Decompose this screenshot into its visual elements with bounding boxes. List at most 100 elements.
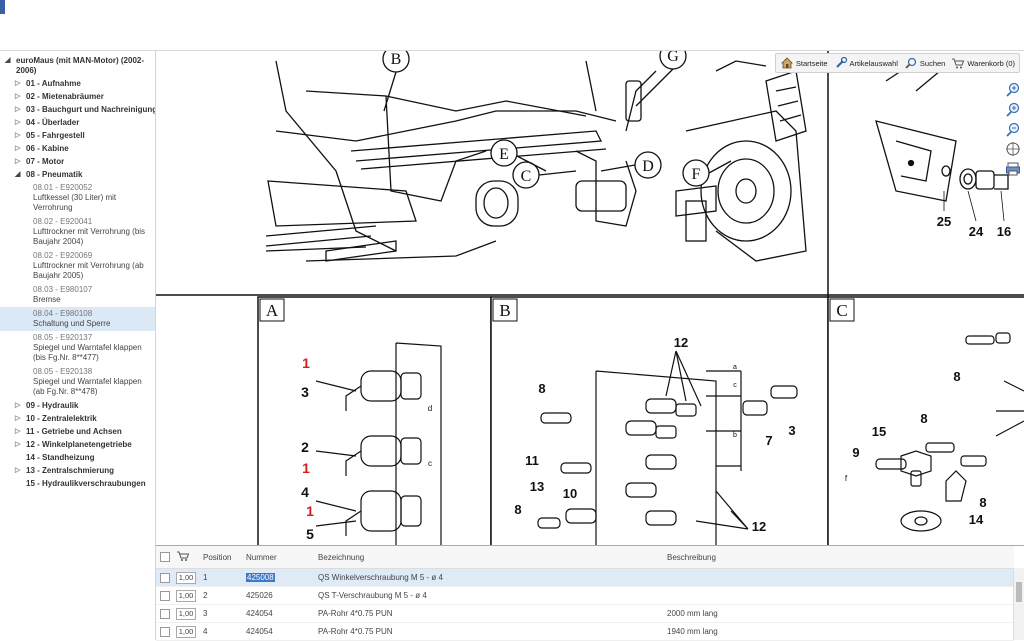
zoom-out-icon[interactable]	[1005, 121, 1021, 137]
tree-item-12[interactable]: ▷ 12 - Winkelplanetengetriebe	[0, 438, 155, 451]
collapsed-triangle-icon[interactable]: ▷	[15, 92, 21, 100]
category-tree[interactable]: ◢euroMaus (mit MAN-Motor) (2002-2006) ▷0…	[0, 51, 156, 640]
collapsed-triangle-icon[interactable]: ▷	[15, 401, 21, 409]
collapsed-triangle-icon[interactable]: ▷	[15, 466, 21, 474]
quantity-input[interactable]: 1,00	[176, 607, 196, 620]
leaf-label: Luftkessel (30 Liter) mit Verrohrung	[33, 193, 117, 212]
cart-icon	[952, 58, 965, 69]
row-checkbox[interactable]	[160, 626, 170, 637]
tree-item-15[interactable]: 15 - Hydraulikverschraubungen	[0, 477, 155, 490]
column-header-position[interactable]: Position	[199, 546, 242, 569]
cell-nummer: 425026	[242, 586, 314, 605]
table-row[interactable]: 1,00 3 424054 PA-Rohr 4*0.75 PUN 2000 mm…	[156, 604, 1014, 623]
zoom-in-icon[interactable]	[1005, 101, 1021, 117]
panel-b-letter: B	[499, 301, 510, 320]
crosshair-icon[interactable]	[1005, 141, 1021, 157]
tree-item-13[interactable]: ▷13 - Zentralschmierung	[0, 464, 155, 477]
home-button[interactable]: Startseite	[780, 56, 828, 70]
table-row[interactable]: 1,00 2 425026 QS T-Verschraubung M 5 - ø…	[156, 586, 1014, 605]
collapsed-triangle-icon[interactable]: ▷	[15, 105, 21, 113]
tree-item-06[interactable]: ▷06 - Kabine	[0, 142, 155, 155]
leaf-label: Spiegel und Warntafel klappen (ab Fg.Nr.…	[33, 377, 142, 396]
tree-item-11[interactable]: ▷11 - Getriebe und Achsen	[0, 425, 155, 438]
column-header-beschreibung[interactable]: Beschreibung	[663, 546, 1014, 569]
tree-item-label: 01 - Aufnahme	[26, 78, 81, 88]
tree-item-01[interactable]: ▷ 01 - Aufnahme	[0, 77, 155, 90]
search-button[interactable]: Suchen	[904, 56, 945, 70]
tree-item-14[interactable]: 14 - Standheizung	[0, 451, 155, 464]
scrollbar-thumb[interactable]	[1016, 582, 1022, 602]
quantity-input[interactable]: 1,00	[176, 589, 196, 602]
part-label-14-c: 14	[969, 512, 984, 527]
tree-item-10[interactable]: ▷10 - Zentralelektrik	[0, 412, 155, 425]
zoom-in-icon[interactable]	[1005, 81, 1021, 97]
cart-button[interactable]: Warenkorb (0)	[951, 56, 1015, 70]
collapsed-triangle-icon[interactable]: ▷	[15, 131, 21, 139]
tree-root-label: euroMaus (mit MAN-Motor) (2002-2006)	[16, 55, 145, 75]
collapsed-triangle-icon[interactable]: ▷	[15, 79, 21, 87]
callout-b-label: B	[391, 51, 402, 68]
drawing-viewer[interactable]: Startseite Artikelauswahl Suchen Warenko…	[156, 51, 1024, 546]
selected-number-text[interactable]: 425008	[246, 573, 275, 582]
tree-item-05[interactable]: ▷05 - Fahrgestell	[0, 129, 155, 142]
part-label-1-c: 1	[306, 503, 314, 519]
tree-item-label: 09 - Hydraulik	[26, 400, 79, 410]
leaf-code: 08.02 - E920069	[33, 251, 93, 260]
cell-position: 4	[199, 622, 242, 641]
collapsed-triangle-icon[interactable]: ▷	[15, 144, 21, 152]
expanded-triangle-icon[interactable]: ◢	[5, 56, 11, 64]
tree-item-label: 02 - Mietenabräumer	[26, 91, 104, 101]
part-label-25: 25	[937, 214, 951, 229]
tree-root[interactable]: ◢ euroMaus (mit MAN-Motor) (2002-2006)	[0, 54, 155, 77]
quantity-input[interactable]: 1,00	[176, 625, 196, 638]
cell-position: 2	[199, 586, 242, 605]
panel-c-letter: C	[836, 301, 847, 320]
article-selection-button[interactable]: Artikelauswahl	[834, 56, 898, 70]
column-header-nummer[interactable]: Nummer	[242, 546, 314, 569]
cart-icon	[177, 551, 190, 561]
table-scrollbar[interactable]	[1013, 568, 1024, 640]
row-checkbox[interactable]	[160, 572, 170, 583]
tree-item-02[interactable]: ▷ 02 - Mietenabräumer	[0, 90, 155, 103]
tree-item-07[interactable]: ▷07 - Motor	[0, 155, 155, 168]
row-checkbox[interactable]	[160, 590, 170, 601]
tree-item-label: 03 - Bauchgurt und Nachreinigung	[26, 104, 156, 114]
cell-position: 3	[199, 604, 242, 623]
table-row[interactable]: 1,00 1 425008 QS Winkelverschraubung M 5…	[156, 568, 1014, 587]
collapsed-triangle-icon[interactable]: ▷	[15, 414, 21, 422]
select-all-checkbox[interactable]	[160, 552, 170, 562]
leaf-code: 08.05 - E920137	[33, 333, 93, 342]
collapsed-triangle-icon[interactable]: ▷	[15, 118, 21, 126]
tree-item-04[interactable]: ▷04 - Überlader	[0, 116, 155, 129]
tree-item-09[interactable]: ▷ 09 - Hydraulik	[0, 399, 155, 412]
tree-item-label: 12 - Winkelplanetengetriebe	[26, 439, 132, 449]
print-icon[interactable]	[1005, 161, 1021, 177]
collapsed-triangle-icon[interactable]: ▷	[15, 440, 21, 448]
table-row[interactable]: 1,00 4 424054 PA-Rohr 4*0.75 PUN 1940 mm…	[156, 622, 1014, 641]
tree-item-label: 14 - Standheizung	[26, 452, 95, 462]
tree-item-08[interactable]: ◢ 08 - Pneumatik	[0, 168, 155, 181]
tree-item-03[interactable]: ▷ 03 - Bauchgurt und Nachreinigung	[0, 103, 155, 116]
tree-item-label: 08 - Pneumatik	[26, 169, 83, 179]
column-header-bezeichnung[interactable]: Bezeichnung	[314, 546, 663, 569]
leaf-label: Lufttrockner mit Verrohrung (bis Baujahr…	[33, 227, 146, 246]
select-all-header[interactable]	[156, 546, 172, 569]
overview-callouts: B G E C D F	[382, 51, 732, 189]
expanded-triangle-icon[interactable]: ◢	[15, 170, 21, 178]
row-checkbox[interactable]	[160, 608, 170, 619]
callout-g-label: G	[667, 51, 679, 65]
parts-table[interactable]: Position Nummer Bezeichnung Beschreibung…	[156, 546, 1024, 641]
callout-f-label: F	[692, 166, 701, 183]
top-header-bar	[0, 0, 1024, 51]
collapsed-triangle-icon[interactable]: ▷	[15, 427, 21, 435]
collapsed-triangle-icon[interactable]: ▷	[15, 157, 21, 165]
part-label-8-c-bottom: 8	[979, 495, 986, 510]
quantity-input[interactable]: 1,00	[176, 571, 196, 584]
